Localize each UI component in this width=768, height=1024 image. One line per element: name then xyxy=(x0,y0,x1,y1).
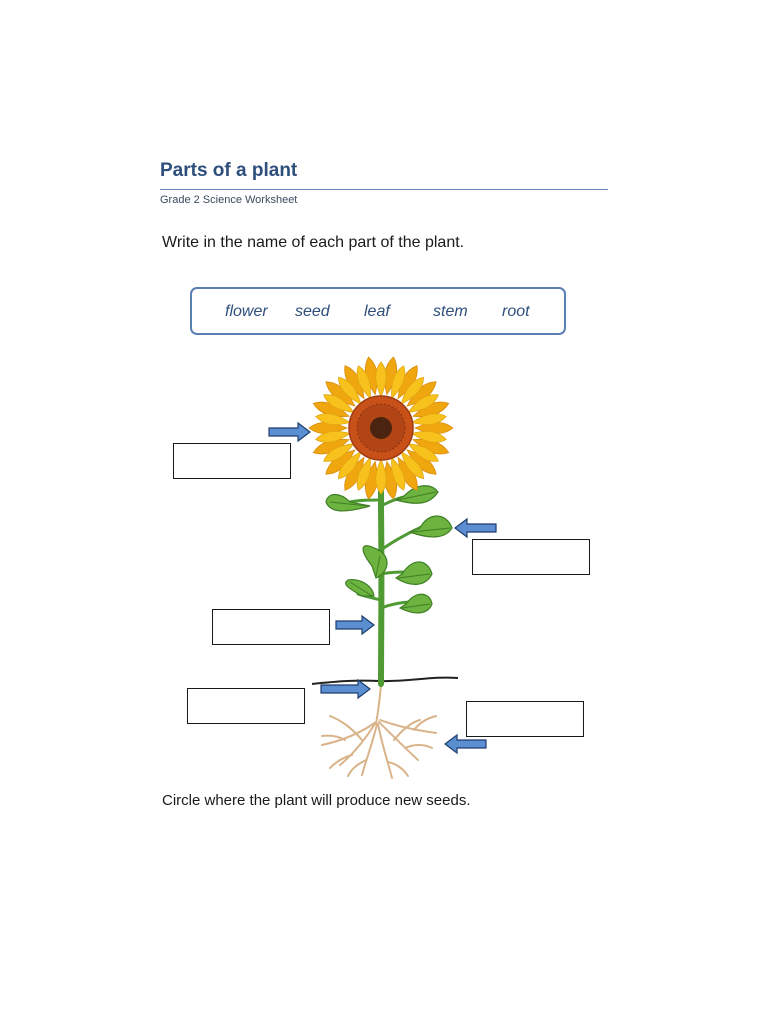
seed-instruction: Circle where the plant will produce new … xyxy=(162,792,471,809)
soil-line xyxy=(311,676,459,685)
word-bank-item-seed: seed xyxy=(295,303,330,320)
answer-box-stem[interactable] xyxy=(212,609,330,645)
labeling-instruction: Write in the name of each part of the pl… xyxy=(162,234,465,251)
arrow-left-icon xyxy=(454,517,497,539)
flower-head xyxy=(308,355,454,501)
answer-box-flower[interactable] xyxy=(173,443,291,479)
title-divider xyxy=(160,189,608,190)
worksheet-title: Parts of a plant xyxy=(160,160,298,181)
word-bank-item-root: root xyxy=(502,303,530,320)
word-bank-item-flower: flower xyxy=(225,303,268,320)
word-bank: flower seed leaf stem root xyxy=(190,287,566,335)
answer-box-root[interactable] xyxy=(466,701,584,737)
label-arrows xyxy=(268,421,497,755)
word-bank-item-leaf: leaf xyxy=(364,303,390,320)
leaves xyxy=(325,485,453,614)
worksheet-subtitle: Grade 2 Science Worksheet xyxy=(160,194,298,206)
word-bank-item-stem: stem xyxy=(433,303,468,320)
arrow-right-icon xyxy=(320,678,371,700)
arrow-left-icon xyxy=(444,733,487,755)
answer-box-leaf[interactable] xyxy=(472,539,590,575)
arrow-right-icon xyxy=(268,421,311,443)
answer-box-soil-line[interactable] xyxy=(187,688,305,724)
arrow-right-icon xyxy=(335,614,375,636)
roots xyxy=(321,682,437,779)
